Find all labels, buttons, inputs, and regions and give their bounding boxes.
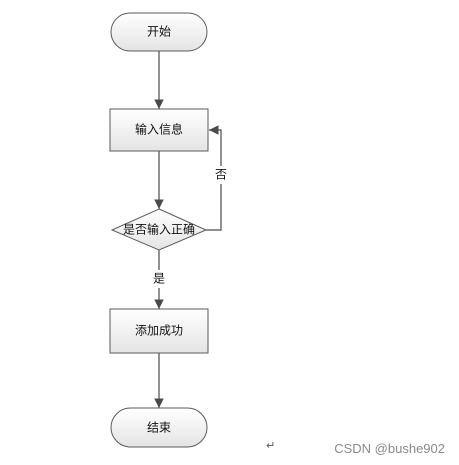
decision-diamond [110,208,208,251]
start-label: 开始 [147,25,171,39]
success-process-box [109,308,209,354]
edge-label-no-bg [214,166,228,184]
success-label: 添加成功 [135,324,183,338]
paragraph-mark: ↵ [266,439,276,452]
edge-label-yes: 是 [153,272,165,286]
edge-label-no: 否 [215,168,227,182]
end-terminator [110,407,208,448]
start-terminator [110,12,208,52]
end-label: 结束 [147,421,171,435]
input-process-box [109,108,209,152]
edge-label-yes-bg [152,270,166,288]
input-label: 输入信息 [135,122,183,137]
watermark: CSDN @bushe902 [334,441,445,456]
decision-label: 是否输入正确 [123,222,195,237]
